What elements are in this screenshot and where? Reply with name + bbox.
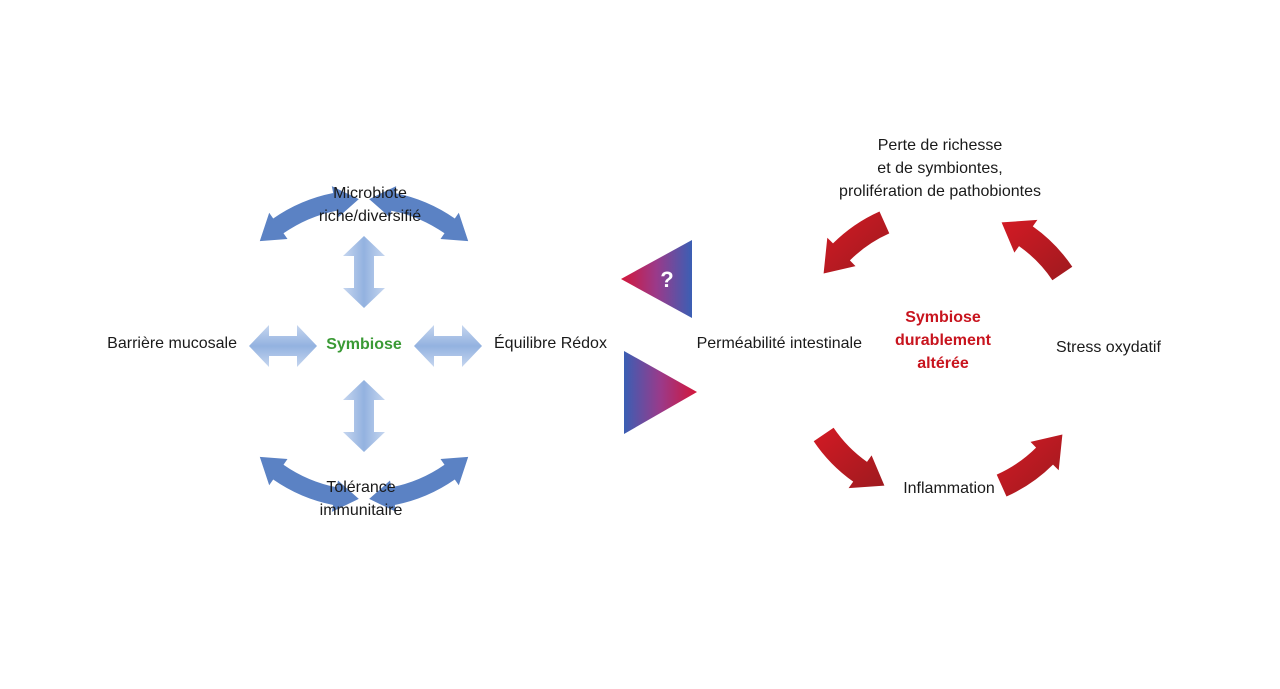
curved-arrow-icon-1 xyxy=(1001,219,1073,281)
triangle-pointer-icon-right xyxy=(624,351,697,434)
triangle-pointer-icon-left xyxy=(621,240,692,318)
middle-triangles: ? xyxy=(621,240,697,434)
center-double-arrows xyxy=(249,236,482,452)
label-stress-oxydatif: Stress oxydatif xyxy=(1056,339,1161,356)
label-inflammation: Inflammation xyxy=(903,480,995,497)
label-equilibre-redox: Équilibre Rédox xyxy=(494,335,607,352)
double-arrow-icon-down xyxy=(343,380,385,452)
question-mark: ? xyxy=(660,267,673,292)
curved-arrow-icon-4 xyxy=(996,434,1063,497)
label-barriere-mucosale: Barrière mucosale xyxy=(107,335,237,352)
label-permeabilite-intestinale: Perméabilité intestinale xyxy=(696,335,862,352)
double-arrow-icon-up xyxy=(343,236,385,308)
double-arrow-icon-left xyxy=(249,325,317,367)
left-cycle-arrows xyxy=(259,186,469,512)
curved-double-arrow-icon-2 xyxy=(259,186,359,242)
curved-double-arrow-icon-1 xyxy=(369,186,469,242)
curved-double-arrow-icon-4 xyxy=(369,456,469,512)
curved-arrow-icon-2 xyxy=(823,211,890,274)
right-cycle-arrows xyxy=(813,211,1073,497)
double-arrow-icon-right xyxy=(414,325,482,367)
label-symbiose: Symbiose xyxy=(326,336,402,353)
curved-double-arrow-icon-3 xyxy=(259,456,359,512)
curved-arrow-icon-3 xyxy=(813,427,885,489)
